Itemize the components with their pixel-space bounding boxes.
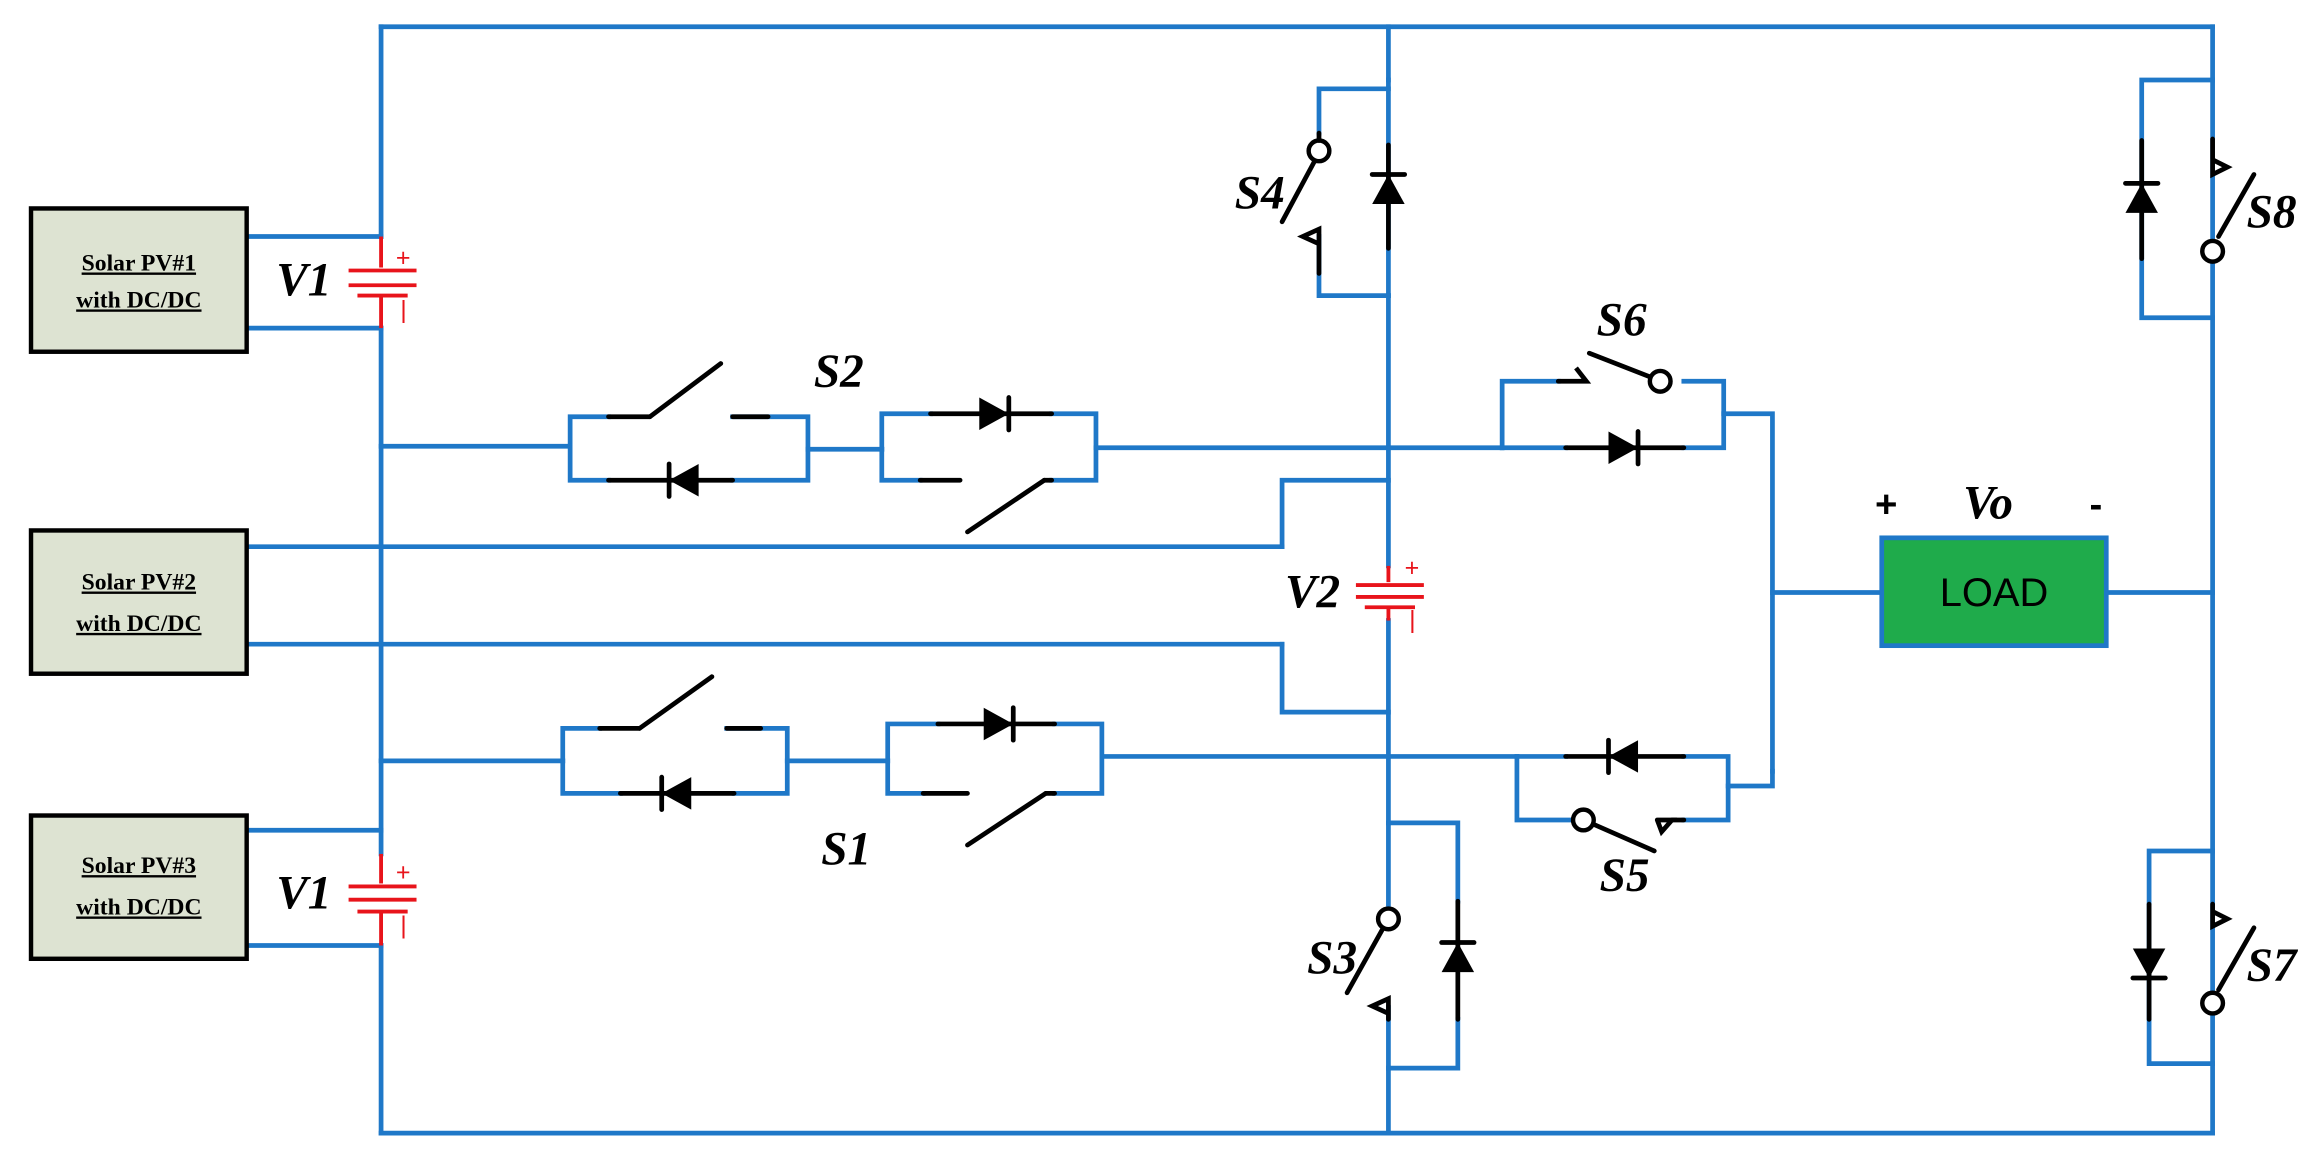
pv-source-3-line1: Solar PV#3 — [82, 853, 196, 879]
output-voltage-label: Vo — [1963, 478, 2013, 530]
load-plus-sign: + — [1875, 483, 1897, 526]
load-label: LOAD — [1940, 571, 2049, 615]
battery-v1-bottom-label: V1 — [276, 868, 331, 920]
switch-s5: S5 — [1563, 740, 1687, 902]
switch-s8: S8 — [2125, 136, 2297, 264]
pv-source-3: Solar PV#3 with DC/DC — [28, 813, 249, 962]
switch-s6-label: S6 — [1597, 294, 1647, 346]
battery-v1-top-label: V1 — [276, 255, 331, 307]
switch-s7-label: S7 — [2247, 940, 2299, 992]
battery-v2-minus: | — [1409, 606, 1416, 634]
wiring — [244, 24, 2215, 1136]
battery-v1-top: + | V1 — [276, 236, 417, 329]
switch-s6: S6 — [1555, 294, 1687, 464]
switch-s2-label: S2 — [814, 346, 864, 398]
switch-s5-label: S5 — [1600, 850, 1650, 902]
battery-v1-top-plus: + — [396, 244, 411, 272]
battery-v1-bottom-plus: + — [396, 859, 411, 887]
battery-v1-top-minus: | — [400, 296, 407, 324]
battery-v2-label: V2 — [1285, 566, 1340, 618]
battery-v2: + | V2 — [1285, 554, 1424, 634]
battery-v1-bottom: + | V1 — [276, 853, 417, 946]
switch-s4: S4 — [1235, 130, 1405, 276]
pv-source-1-line2: with DC/DC — [76, 287, 201, 313]
switch-s1-label: S1 — [821, 823, 871, 875]
switch-s1: S1 — [597, 674, 1057, 875]
switch-s2: S2 — [606, 346, 1055, 535]
load-minus-sign: - — [2090, 483, 2103, 526]
load: LOAD + Vo - — [1875, 478, 2109, 649]
switch-s8-label: S8 — [2247, 187, 2297, 239]
pv-source-2: Solar PV#2 with DC/DC — [28, 528, 249, 676]
battery-v1-bottom-minus: | — [400, 912, 407, 940]
battery-v2-plus: + — [1405, 554, 1420, 582]
switch-s3: S3 — [1307, 898, 1474, 1022]
pv-source-3-line2: with DC/DC — [76, 894, 201, 920]
pv-source-1-line1: Solar PV#1 — [82, 250, 196, 276]
switch-s3-label: S3 — [1307, 933, 1357, 985]
pv-source-2-line2: with DC/DC — [76, 611, 201, 637]
pv-source-2-line1: Solar PV#2 — [82, 570, 196, 596]
pv-source-1: Solar PV#1 with DC/DC — [28, 206, 249, 354]
switch-s7: S7 — [2133, 901, 2299, 1022]
switch-s4-label: S4 — [1235, 167, 1285, 219]
